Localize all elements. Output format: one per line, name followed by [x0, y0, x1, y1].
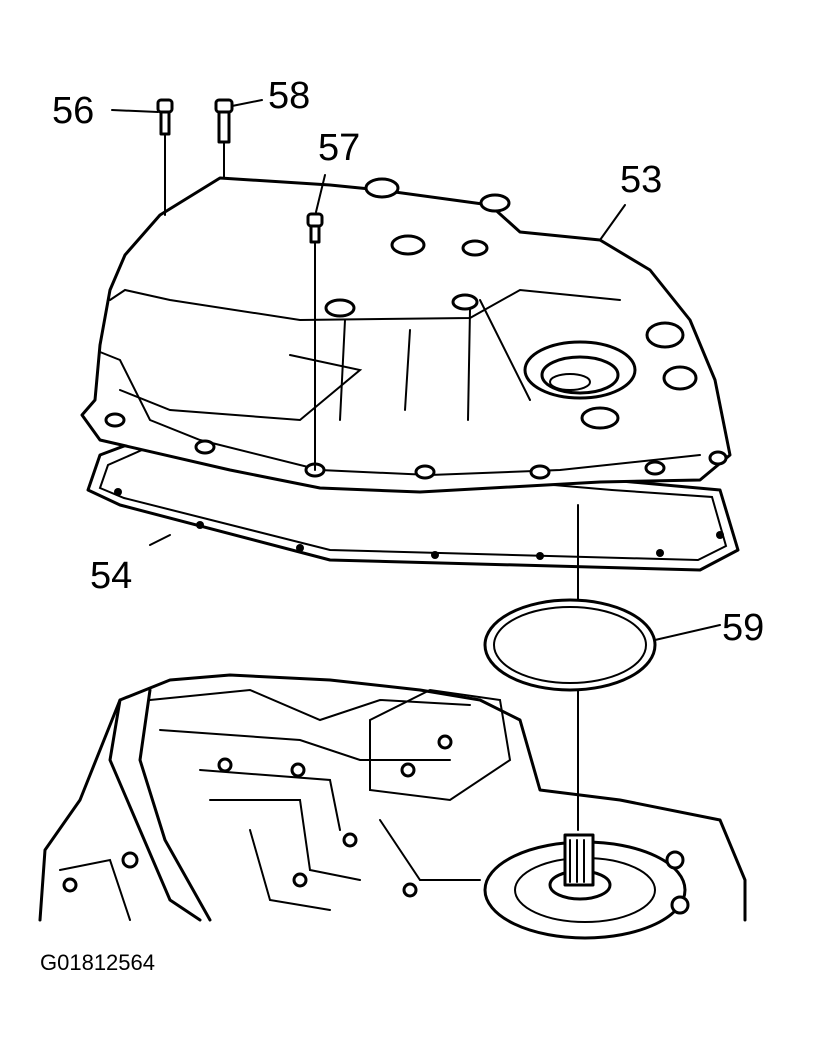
seal-ring	[483, 598, 657, 692]
callout-57: 57	[318, 127, 360, 169]
bolt-58	[214, 98, 234, 144]
callout-56: 56	[52, 90, 94, 132]
oil-pan	[80, 176, 732, 494]
bolt-56	[156, 98, 174, 136]
leader-lines	[111, 99, 721, 831]
callout-59: 59	[722, 607, 764, 649]
callout-54: 54	[90, 555, 132, 597]
bolt-57	[306, 212, 324, 244]
callout-53: 53	[620, 159, 662, 201]
figure-id: G01812564	[40, 950, 155, 975]
callout-58: 58	[268, 75, 310, 117]
transmission-valve-body	[38, 673, 747, 940]
